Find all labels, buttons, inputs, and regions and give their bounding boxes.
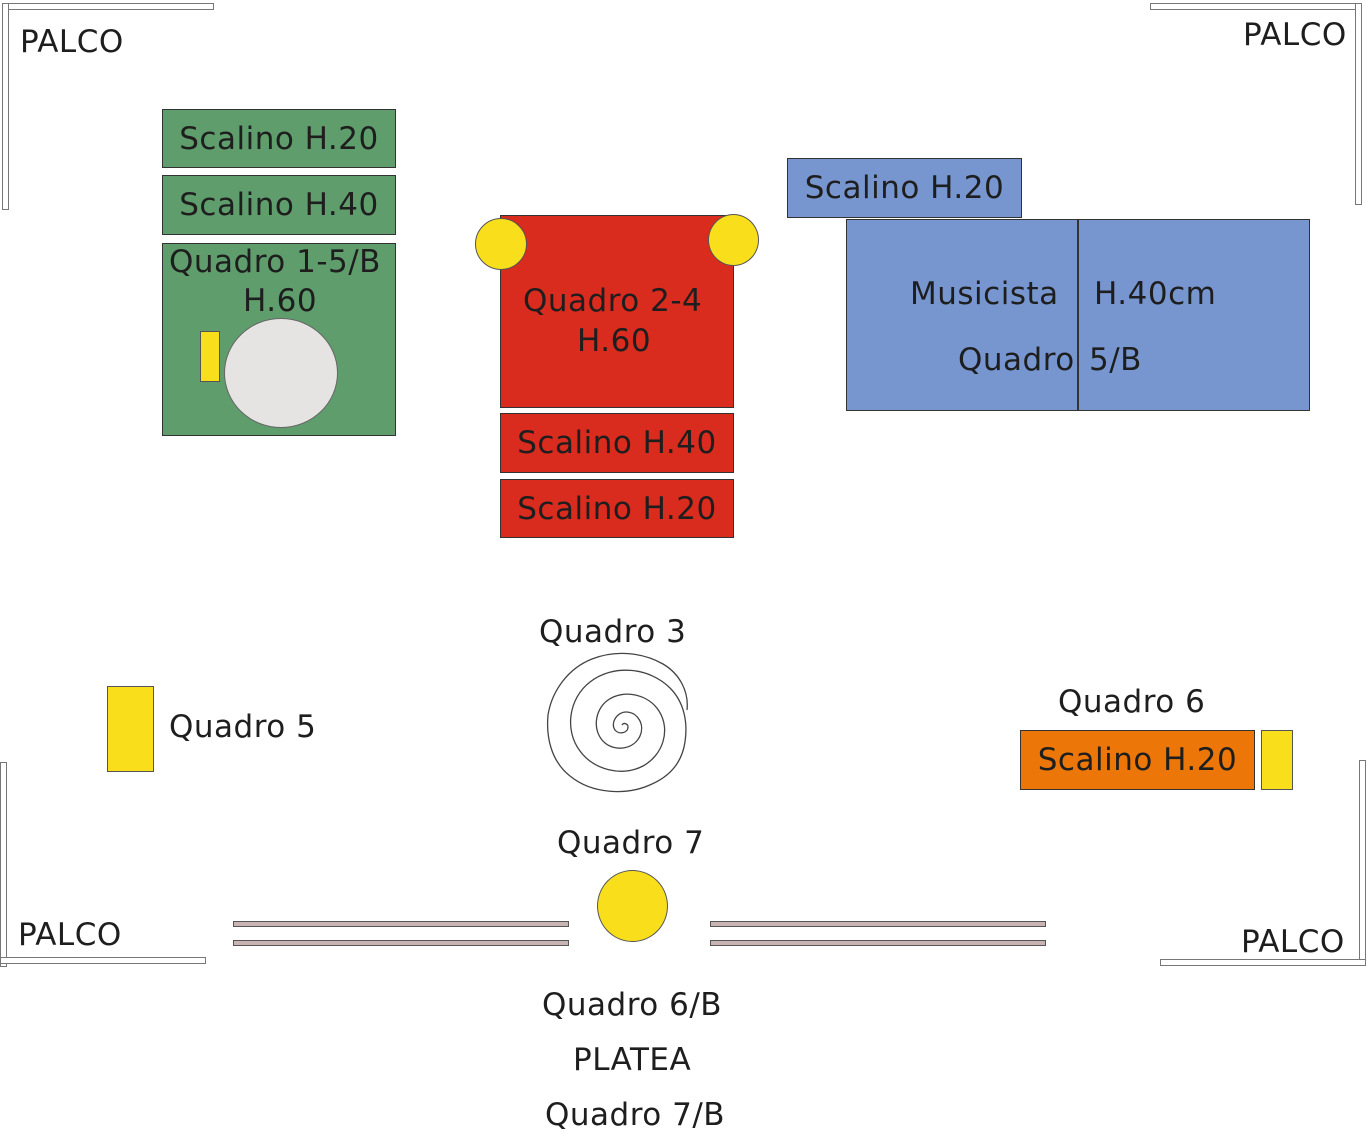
green-step-h40-label: Scalino H.40 <box>179 187 379 223</box>
platea-label: PLATEA <box>573 1042 692 1078</box>
yellow-round-marker-right <box>708 214 759 266</box>
red-platform-label-line1: Quadro 2-4 <box>523 283 703 319</box>
stage-corner-top-left-vertical <box>2 3 9 210</box>
stage-corner-top-right-horizontal <box>1150 3 1362 10</box>
blue-step-h20: Scalino H.20 <box>787 158 1022 218</box>
yellow-round-marker-left <box>475 218 527 270</box>
green-platform-label-line2: H.60 <box>243 283 318 319</box>
green-platform: Quadro 1-5/B H.60 <box>162 243 396 436</box>
musician-label: Musicista <box>910 276 1059 312</box>
green-platform-label-line1: Quadro 1-5/B <box>169 244 381 280</box>
quadro-6-step-h20: Scalino H.20 <box>1020 730 1255 790</box>
stage-corner-top-left-horizontal <box>2 3 214 10</box>
stage-corner-top-right-vertical <box>1355 3 1362 205</box>
green-step-h20: Scalino H.20 <box>162 109 396 168</box>
red-platform-label-line2: H.60 <box>577 323 652 359</box>
stage-corner-bottom-right-vertical <box>1359 760 1366 966</box>
stage-corner-bottom-right-horizontal <box>1160 959 1366 966</box>
quadro-5-label: Quadro 5 <box>169 709 317 745</box>
quadro-7-round-marker <box>597 870 668 942</box>
quadro-3-label: Quadro 3 <box>539 614 687 650</box>
stage-label-bottom-left: PALCO <box>18 917 122 953</box>
quadro-6-label: Quadro 6 <box>1058 684 1206 720</box>
quadro-7-label: Quadro 7 <box>557 825 705 861</box>
stage-label-top-right: PALCO <box>1243 17 1347 53</box>
stage-rail-right-lower <box>710 940 1046 946</box>
green-step-h20-label: Scalino H.20 <box>179 120 379 157</box>
musician-scene-label-left: Quadro <box>958 342 1075 378</box>
red-step-h20: Scalino H.20 <box>500 479 734 538</box>
quadro-6-marker <box>1261 730 1293 790</box>
green-step-h40: Scalino H.40 <box>162 175 396 235</box>
spiral-icon <box>546 652 688 793</box>
red-step-h40-label: Scalino H.40 <box>517 425 717 461</box>
stage-rail-left-upper <box>233 921 569 927</box>
quadro-6b-label: Quadro 6/B <box>542 987 723 1023</box>
red-step-h40: Scalino H.40 <box>500 413 734 473</box>
stage-rail-left-lower <box>233 940 569 946</box>
red-step-h20-label: Scalino H.20 <box>517 490 717 527</box>
quadro-6-step-h20-label: Scalino H.20 <box>1037 742 1238 778</box>
grey-round-table <box>224 318 338 428</box>
blue-platform-divider <box>1077 220 1079 410</box>
stage-label-bottom-right: PALCO <box>1241 924 1345 960</box>
quadro-5-marker <box>107 686 154 772</box>
stage-label-top-left: PALCO <box>20 24 124 60</box>
blue-step-h20-label: Scalino H.20 <box>804 170 1005 206</box>
stage-corner-bottom-left-horizontal <box>0 957 206 964</box>
yellow-prop-marker <box>200 331 220 382</box>
stage-rail-right-upper <box>710 921 1046 927</box>
quadro-7b-label: Quadro 7/B <box>545 1097 726 1133</box>
musician-height-label: H.40cm <box>1094 276 1217 312</box>
red-platform: Quadro 2-4 H.60 <box>500 215 734 408</box>
musician-scene-label-right: 5/B <box>1089 342 1142 378</box>
blue-musician-platform: Musicista H.40cm Quadro 5/B <box>846 219 1310 411</box>
stage-corner-bottom-left-vertical <box>0 762 7 967</box>
